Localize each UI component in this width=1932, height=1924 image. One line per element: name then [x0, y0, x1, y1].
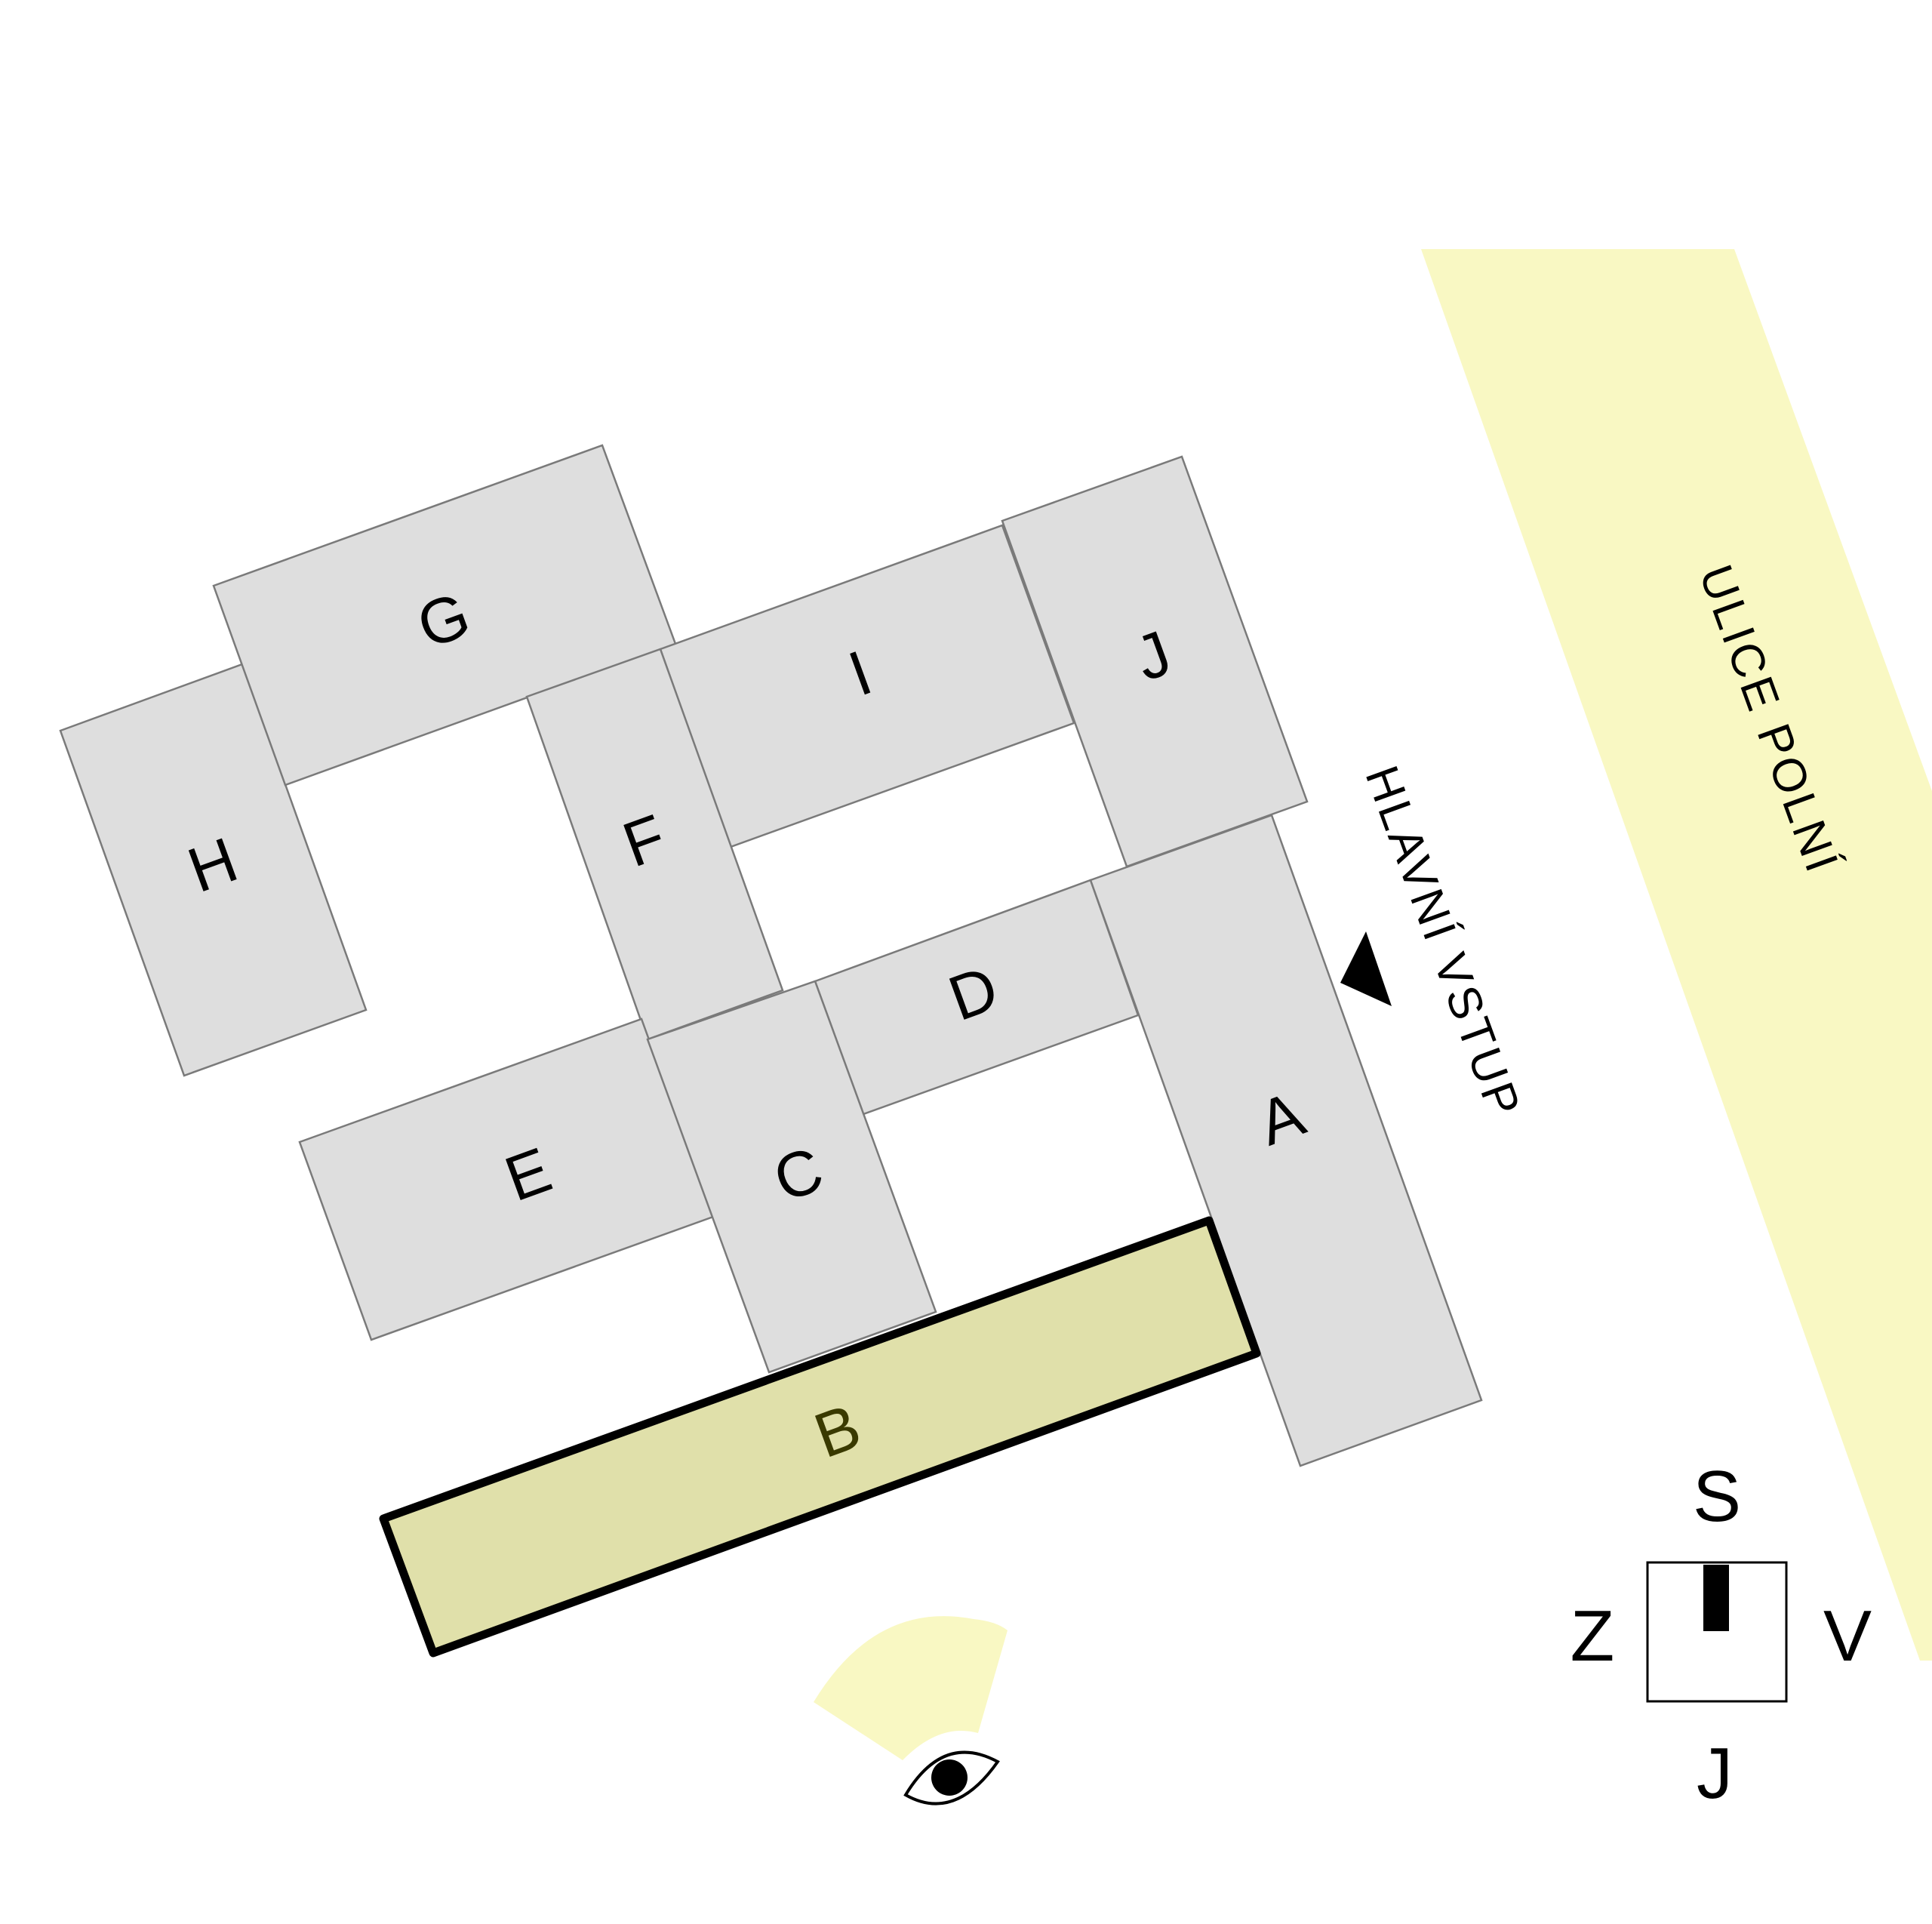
compass-east: V [1823, 1596, 1872, 1676]
building-b[interactable] [379, 1216, 1261, 1658]
compass: S J Z V [1571, 1456, 1872, 1814]
triangle-arrow-icon [1340, 931, 1392, 1006]
building-j[interactable] [1001, 455, 1309, 868]
viewpoint [814, 1616, 1008, 1805]
view-cone [814, 1616, 1008, 1760]
building-f[interactable] [525, 648, 784, 1041]
compass-west: Z [1571, 1596, 1615, 1676]
street-ulice-polni [1421, 249, 1932, 1661]
entrance-label: HLAVNÍ VSTUP [1355, 759, 1531, 1125]
building-h[interactable] [59, 663, 368, 1077]
eye-icon [903, 1750, 1000, 1805]
buildings [59, 444, 1483, 1658]
compass-north: S [1693, 1456, 1741, 1537]
compass-south: J [1697, 1733, 1733, 1814]
building-c[interactable] [646, 980, 937, 1374]
building-e[interactable] [298, 1017, 715, 1341]
compass-needle-icon [1703, 1565, 1729, 1631]
main-entrance: HLAVNÍ VSTUP [1340, 759, 1531, 1125]
